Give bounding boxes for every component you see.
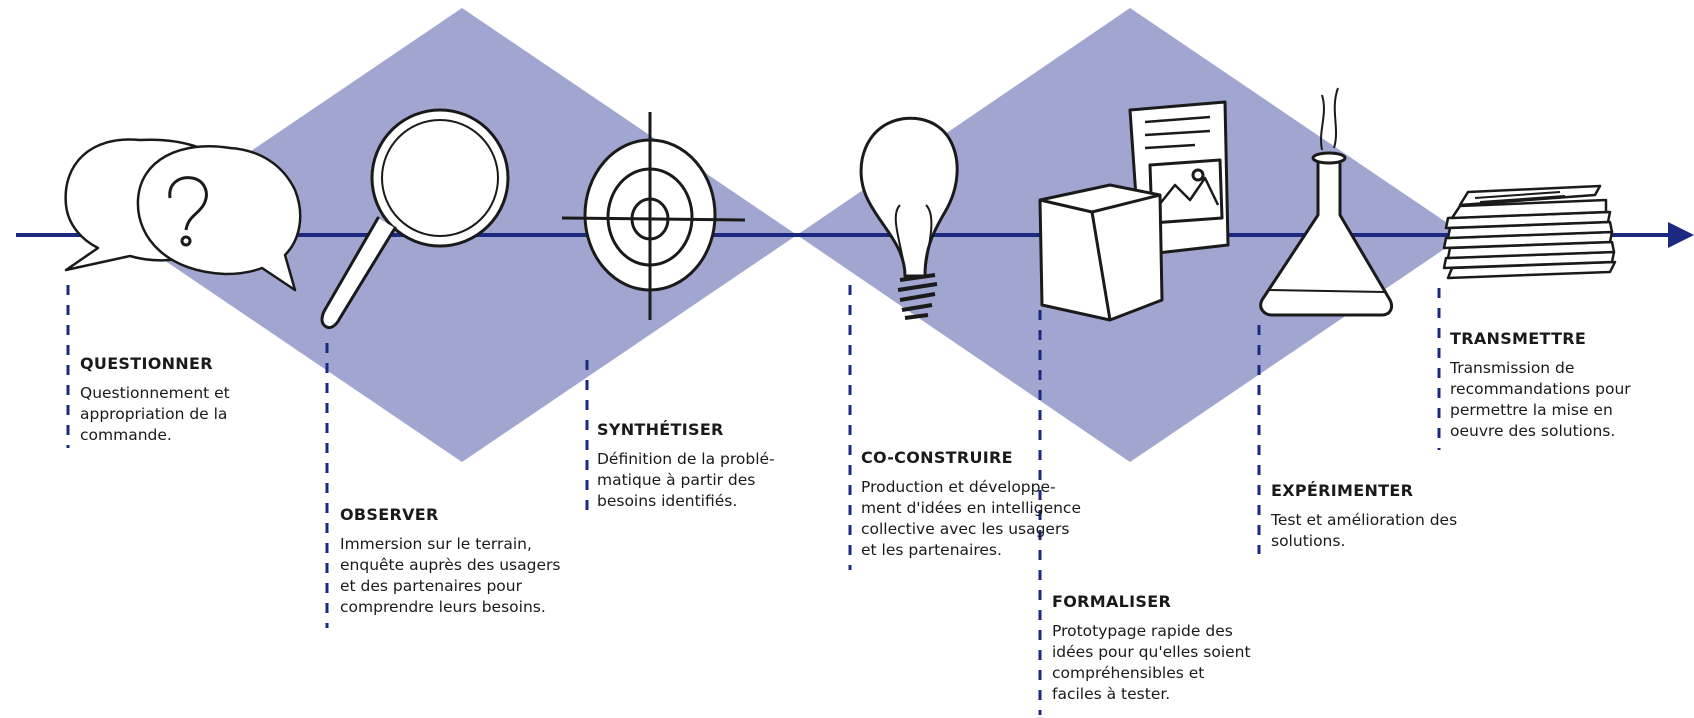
timeline-arrowhead xyxy=(1668,222,1694,248)
step-title: FORMALISER xyxy=(1052,592,1172,611)
step-title: EXPÉRIMENTER xyxy=(1271,481,1414,500)
step-observer: OBSERVER Immersion sur le terrain, enquê… xyxy=(340,505,620,618)
step-description: Test et amélioration des solutions. xyxy=(1271,511,1458,550)
lightbulb-icon xyxy=(859,116,959,320)
target-icon xyxy=(561,112,746,320)
step-title: SYNTHÉTISER xyxy=(597,420,724,439)
step-co-construire: CO-CONSTRUIRE Production et développe- m… xyxy=(861,448,1141,561)
step-title: CO-CONSTRUIRE xyxy=(861,448,1013,467)
step-questionner: QUESTIONNER Questionnement et appropriat… xyxy=(80,354,310,446)
step-description: Questionnement et appropriation de la co… xyxy=(80,384,230,444)
step-synthetiser: SYNTHÉTISER Définition de la problé- mat… xyxy=(597,420,837,512)
step-formaliser: FORMALISER Prototypage rapide des idées … xyxy=(1052,592,1312,705)
speech-bubbles-question-icon xyxy=(64,138,302,292)
step-description: Immersion sur le terrain, enquête auprès… xyxy=(340,535,561,616)
step-description: Prototypage rapide des idées pour qu'ell… xyxy=(1052,622,1251,703)
step-markers xyxy=(66,285,1441,715)
flask-icon xyxy=(1259,87,1394,317)
step-title: OBSERVER xyxy=(340,505,439,524)
step-description: Transmission de recommandations pour per… xyxy=(1450,359,1631,440)
step-description: Définition de la problé- matique à parti… xyxy=(597,450,775,510)
prototype-box-icon xyxy=(1038,100,1230,322)
document-stack-icon xyxy=(1442,184,1617,280)
step-transmettre: TRANSMETTRE Transmission de recommandati… xyxy=(1450,329,1690,442)
step-title: TRANSMETTRE xyxy=(1450,329,1587,348)
step-title: QUESTIONNER xyxy=(80,354,213,373)
step-description: Production et développe- ment d'idées en… xyxy=(861,478,1081,559)
step-experimenter: EXPÉRIMENTER Test et amélioration des so… xyxy=(1271,481,1531,552)
magnifying-glass-icon xyxy=(320,108,510,330)
